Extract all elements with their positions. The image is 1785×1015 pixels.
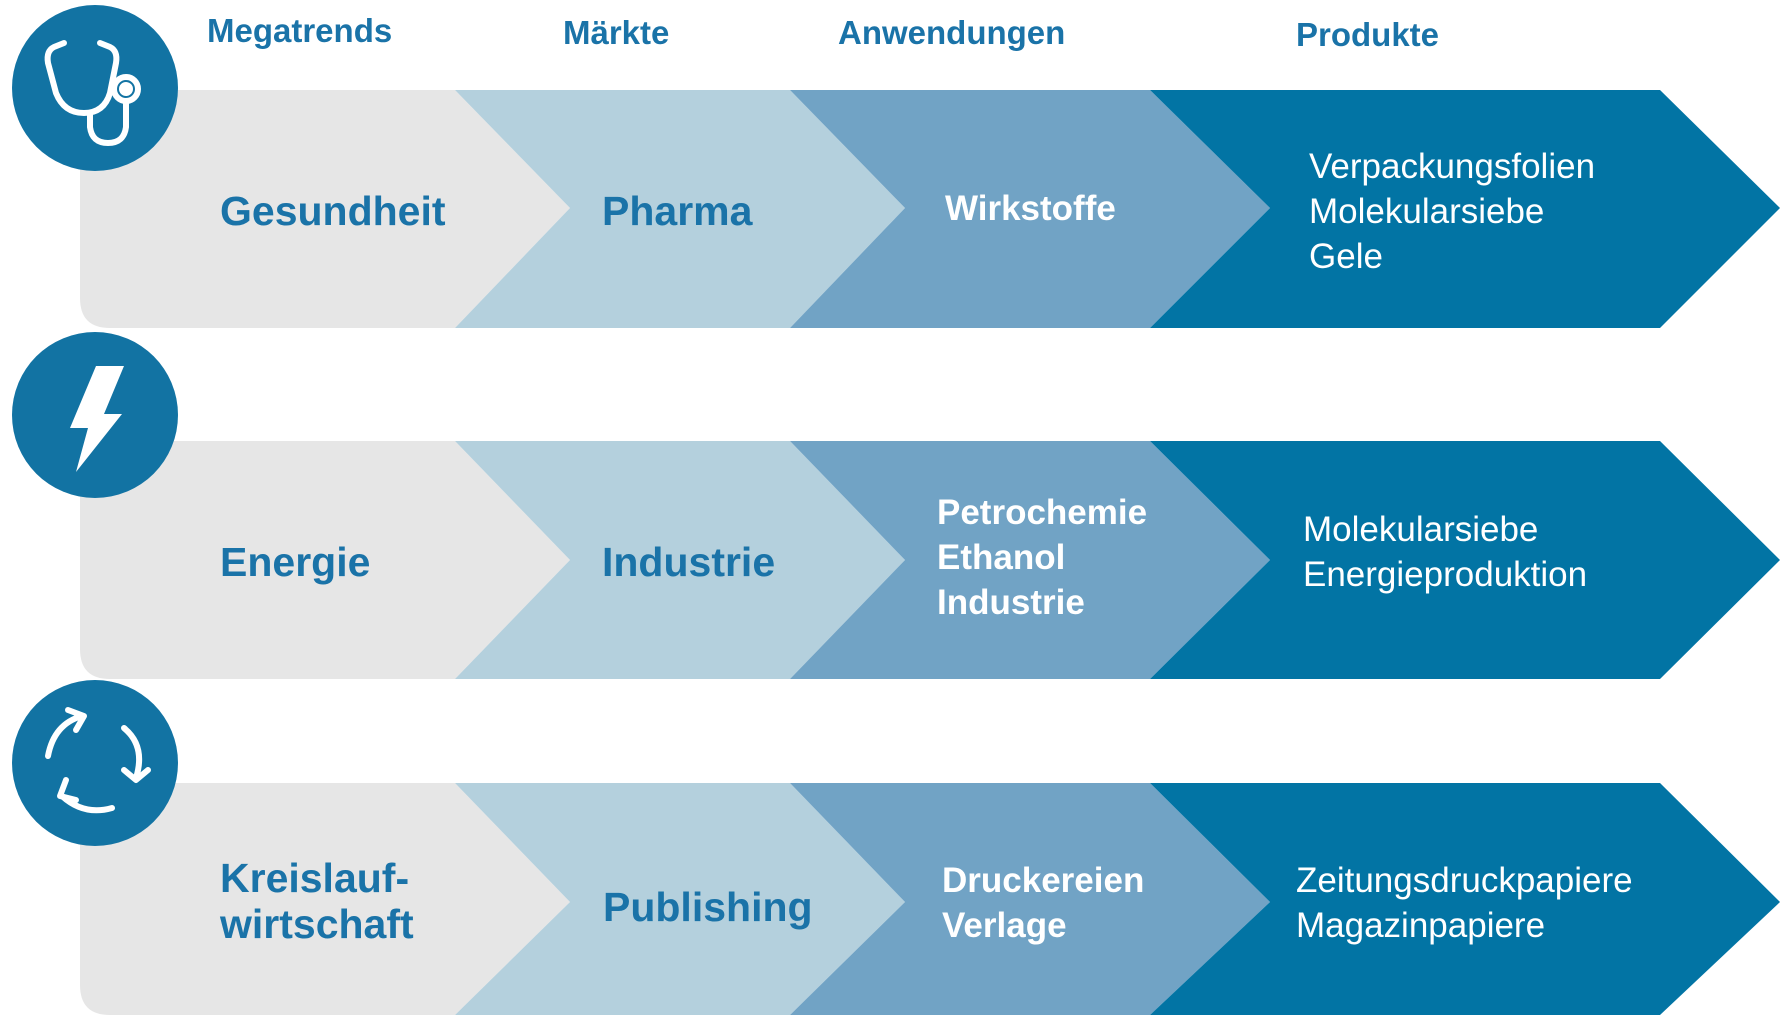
- anwendung-line: Druckereien: [942, 861, 1145, 900]
- stage-produkte-shape: [1150, 783, 1780, 1015]
- anwendung-line: Verlage: [942, 906, 1067, 945]
- stage-produkte-shape: [1150, 90, 1780, 328]
- stage-anwendung-shape: [790, 783, 1270, 1015]
- header-maerkte: Märkte: [563, 14, 670, 51]
- stethoscope-icon: [44, 40, 141, 146]
- stage-megatrend-shape: [80, 90, 570, 328]
- stage-markt-shape: [455, 90, 905, 328]
- markt-line: Pharma: [602, 188, 753, 234]
- produkte-list: Molekularsiebe Energieproduktion: [1303, 507, 1587, 597]
- lightning-bolt-icon: [70, 366, 124, 472]
- icon-circle-gesundheit: [12, 5, 178, 171]
- markt-label: Publishing: [603, 884, 813, 930]
- megatrend-line: Kreislauf-: [220, 855, 410, 901]
- megatrend-line: Gesundheit: [220, 188, 446, 234]
- produkt-item: Gele: [1309, 237, 1383, 276]
- anwendung-line: Ethanol: [937, 538, 1066, 577]
- megatrend-line: wirtschaft: [220, 901, 414, 947]
- stage-produkte-shape: [1150, 441, 1780, 679]
- header-anwendungen: Anwendungen: [838, 14, 1066, 51]
- produkt-item: Energieproduktion: [1303, 555, 1588, 594]
- stage-anwendung-shape: [790, 90, 1270, 328]
- megatrend-line: Energie: [220, 539, 371, 585]
- anwendung-line: Wirkstoffe: [945, 189, 1116, 228]
- markt-line: Industrie: [602, 539, 776, 585]
- produkt-item: Molekularsiebe: [1309, 192, 1545, 231]
- recycle-arrows-icon: [45, 707, 151, 814]
- stage-anwendung-shape: [790, 441, 1270, 679]
- stage-markt-shape: [455, 441, 905, 679]
- stage-megatrend-shape: [80, 441, 570, 679]
- stage-markt-shape: [455, 783, 905, 1015]
- anwendung-label: Petrochemie Ethanol Industrie: [937, 490, 1147, 625]
- stage-megatrend-shape: [80, 783, 570, 1015]
- flow-row-gesundheit: [80, 90, 1780, 328]
- produkt-item: Zeitungsdruckpapiere: [1296, 861, 1633, 900]
- flow-row-energie: [80, 441, 1780, 679]
- megatrend-label: Gesundheit: [220, 188, 446, 234]
- icon-circle-energie: [12, 332, 178, 498]
- markt-label: Pharma: [602, 188, 752, 234]
- produkt-item: Verpackungsfolien: [1309, 147, 1596, 186]
- megatrend-label: Kreislauf- wirtschaft: [220, 855, 414, 947]
- anwendung-line: Industrie: [937, 583, 1085, 622]
- header-produkte: Produkte: [1296, 16, 1440, 53]
- icon-circle-kreislaufwirtschaft: [12, 680, 178, 846]
- produkte-list: Verpackungsfolien Molekularsiebe Gele: [1309, 144, 1595, 279]
- produkt-item: Magazinpapiere: [1296, 906, 1546, 945]
- megatrend-label: Energie: [220, 539, 370, 585]
- header-megatrends: Megatrends: [207, 12, 393, 49]
- anwendung-label: Wirkstoffe: [945, 186, 1116, 231]
- markt-label: Industrie: [602, 539, 775, 585]
- produkte-list: Zeitungsdruckpapiere Magazinpapiere: [1296, 858, 1633, 948]
- anwendung-label: Druckereien Verlage: [942, 858, 1144, 948]
- produkt-item: Molekularsiebe: [1303, 510, 1539, 549]
- markt-line: Publishing: [603, 884, 813, 930]
- flow-row-kreislaufwirtschaft: [80, 783, 1780, 1015]
- anwendung-line: Petrochemie: [937, 493, 1148, 532]
